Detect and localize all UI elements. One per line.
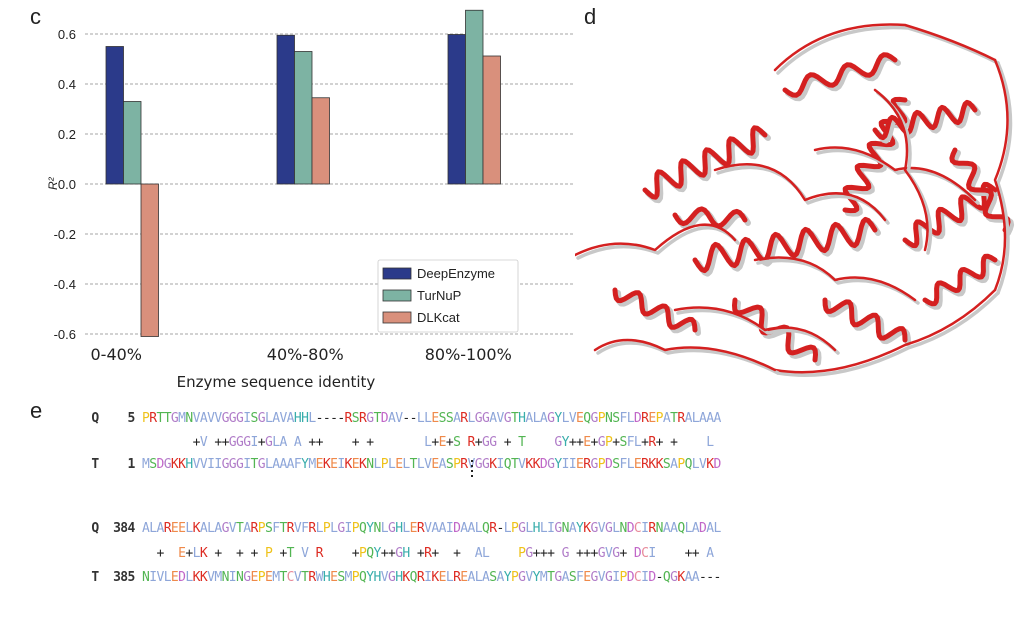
y-axis-label: R² [46,176,60,190]
sequence-label [91,546,142,561]
legend-swatch [382,289,412,302]
y-tick-label: 0.2 [58,127,76,142]
bar-dlkcat-1 [311,97,330,185]
ellipsis-vertical [470,460,474,480]
y-tick-label: -0.6 [54,327,76,342]
panel-label-d: d [584,4,597,29]
match-line-row: + E+LK + + + P +T V R +PQY++GH +R+ + AL … [91,546,720,561]
x-tick-label: 80%-100% [425,345,512,364]
bar-dlkcat-0 [140,183,159,337]
y-tick-label: 0.0 [58,177,76,192]
query-sequence-row: Q 5 PRTTGMNVAVVGGGISGLAVAHHL----RSRGTDAV… [91,411,721,426]
y-tick-label: 0.6 [58,27,76,42]
bar-deepenzyme-1 [276,34,295,185]
legend-label: DeepEnzyme [417,266,495,281]
legend-swatch [382,311,412,324]
target-sequence-row: T 385 NIVLEDLKKVMNINGEPEMTCVTRWHESMPQYHV… [91,570,721,585]
y-tick-label: -0.4 [54,277,76,292]
sequence-label: Q 5 [91,411,142,426]
y-tick-label: -0.2 [54,227,76,242]
bar-chart: 0.6 0.4 0.2 0.0 -0.2 -0.4 -0.6 R² 0-40% 40%-80% 80… [46,9,575,391]
ribbon-structure [575,23,1015,377]
panel-label-e: e [30,398,43,423]
legend [377,259,519,333]
sequence-label: Q 384 [91,521,142,536]
bar-turnup-1 [294,51,313,185]
sequence-label: T 385 [91,570,142,585]
x-tick-label: 40%-80% [267,345,344,364]
sequence-label [91,435,142,450]
protein-structure-overlay [575,23,1015,377]
bar-dlkcat-2 [482,55,501,185]
panel-label-c: c [30,4,41,29]
query-sequence-row: Q 384 ALAREELKALAGVTARPSFTRVFRLPLGIPQYNL… [91,521,721,536]
legend-swatch [382,267,412,280]
match-line-row: +V ++GGGI+GLA A ++ + + L+E+S R+GG + T GY… [91,435,728,450]
bar-deepenzyme-2 [447,34,466,185]
x-axis-label: Enzyme sequence identity [177,373,376,391]
legend-label: TurNuP [417,288,461,303]
sequence-label: T 1 [91,457,142,472]
y-tick-label: 0.4 [58,77,76,92]
bar-turnup-0 [123,101,142,185]
bar-deepenzyme-0 [105,46,124,185]
legend-label: DLKcat [417,310,460,325]
target-sequence-row: T 1 MSDGKKHVVIIGGGITGLAAAFYMEKEIKEKNLPLE… [91,457,721,472]
bar-turnup-2 [465,9,484,185]
x-tick-label: 0-40% [90,345,142,364]
